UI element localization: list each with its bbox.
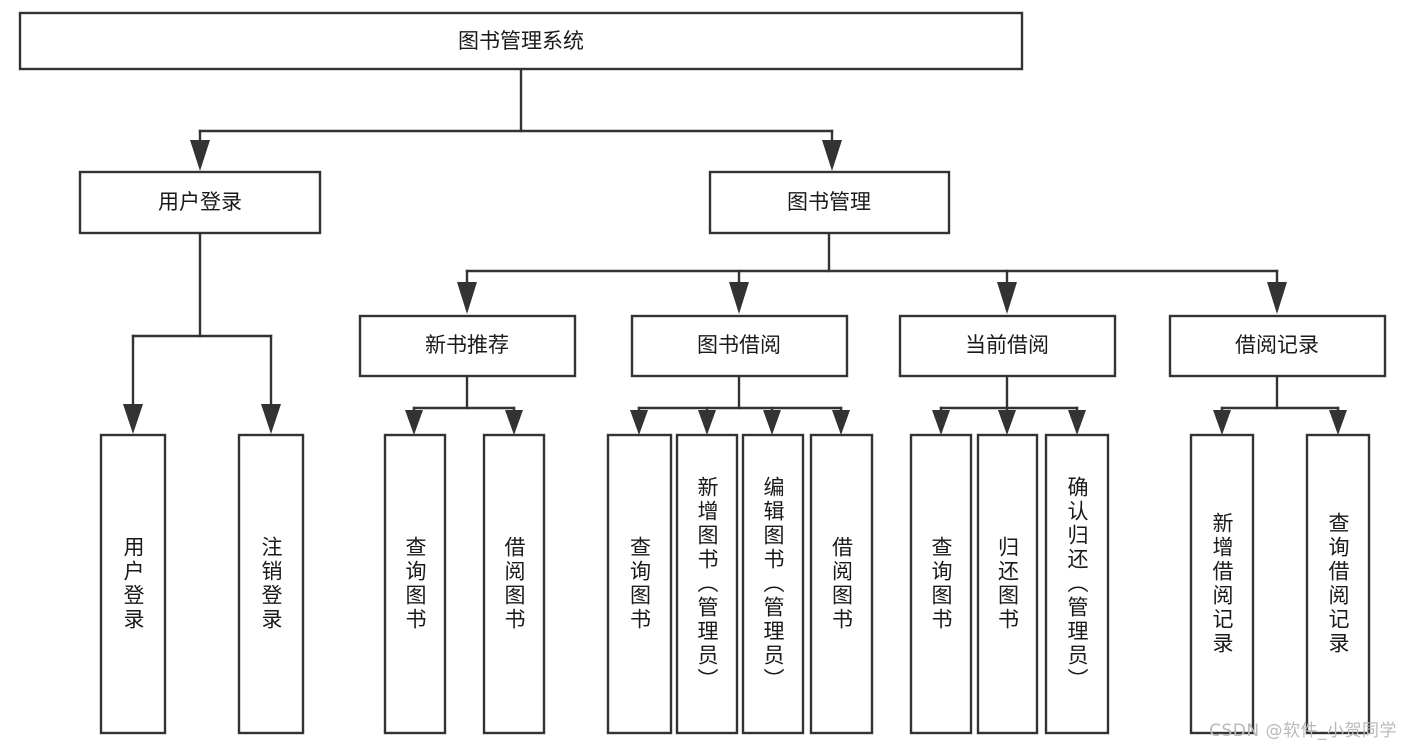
leaf-nodes [99, 433, 1371, 735]
node-user-login[interactable]: 用户登录 [78, 170, 322, 235]
arrow-head-icon [832, 410, 850, 435]
node-leaf-borrow-book-1-box[interactable] [482, 433, 546, 735]
node-leaf-return-book-box[interactable] [976, 433, 1039, 735]
node-leaf-add-borrow-record-box[interactable] [1189, 433, 1255, 735]
node-book-manage-box[interactable] [708, 170, 951, 235]
arrow-head-icon [932, 410, 950, 435]
node-leaf-borrow-book-2-box[interactable] [809, 433, 874, 735]
node-leaf-logout-login-box[interactable] [237, 433, 305, 735]
node-borrow-record-box[interactable] [1168, 314, 1387, 378]
connector-currentborrow-to-leaves [932, 374, 1086, 435]
arrow-head-icon [763, 410, 781, 435]
arrow-head-icon [729, 282, 749, 314]
node-root-box[interactable] [18, 11, 1024, 71]
node-leaf-query-book-1-box[interactable] [383, 433, 447, 735]
arrow-head-icon [998, 410, 1016, 435]
connector-bookmanage-to-level3 [457, 231, 1287, 314]
connector-newbook-to-leaves [405, 374, 523, 435]
node-leaf-query-book-3-box[interactable] [909, 433, 973, 735]
arrow-head-icon [261, 404, 281, 434]
node-current-borrow[interactable]: 当前借阅 [898, 314, 1117, 378]
node-borrow-record[interactable]: 借阅记录 [1168, 314, 1387, 378]
arrow-head-icon [190, 140, 210, 171]
connector-borrowrecord-to-leaves [1213, 374, 1347, 435]
node-user-login-label: 用户登录 [158, 190, 242, 214]
arrow-head-icon [457, 282, 477, 314]
node-new-book-recommend-label: 新书推荐 [425, 333, 509, 357]
watermark-text: CSDN @软件_小贺同学 [1209, 721, 1397, 741]
connector-bookborrow-to-leaves [630, 374, 850, 435]
node-leaf-query-borrow-record-box[interactable] [1305, 433, 1371, 735]
node-book-manage-label: 图书管理 [787, 190, 871, 214]
arrow-head-icon [1267, 282, 1287, 314]
node-user-login-box[interactable] [78, 170, 322, 235]
node-book-borrow[interactable]: 图书借阅 [630, 314, 849, 378]
node-book-borrow-box[interactable] [630, 314, 849, 378]
arrow-head-icon [1068, 410, 1086, 435]
node-book-manage[interactable]: 图书管理 [708, 170, 951, 235]
arrow-head-icon [822, 140, 842, 171]
node-leaf-add-book-box[interactable] [675, 433, 739, 735]
connector-userlogin-to-leaves [123, 231, 281, 434]
arrow-head-icon [123, 404, 143, 434]
node-leaf-confirm-return-box[interactable] [1044, 433, 1110, 735]
arrow-head-icon [698, 410, 716, 435]
arrow-head-icon [630, 410, 648, 435]
node-root-label: 图书管理系统 [458, 29, 584, 53]
node-root[interactable]: 图书管理系统 [18, 11, 1024, 71]
arrow-head-icon [405, 410, 423, 435]
node-leaf-query-book-2-box[interactable] [606, 433, 673, 735]
arrow-head-icon [1213, 410, 1231, 435]
node-new-book-recommend[interactable]: 新书推荐 [358, 314, 577, 378]
arrow-head-icon [997, 282, 1017, 314]
node-borrow-record-label: 借阅记录 [1235, 333, 1319, 357]
node-current-borrow-box[interactable] [898, 314, 1117, 378]
node-book-borrow-label: 图书借阅 [697, 333, 781, 357]
node-leaf-user-login-box[interactable] [99, 433, 167, 735]
node-current-borrow-label: 当前借阅 [965, 333, 1049, 357]
node-new-book-recommend-box[interactable] [358, 314, 577, 378]
arrow-head-icon [505, 410, 523, 435]
arrow-head-icon [1329, 410, 1347, 435]
connector-root-to-level2 [190, 67, 842, 171]
node-leaf-edit-book-box[interactable] [741, 433, 805, 735]
